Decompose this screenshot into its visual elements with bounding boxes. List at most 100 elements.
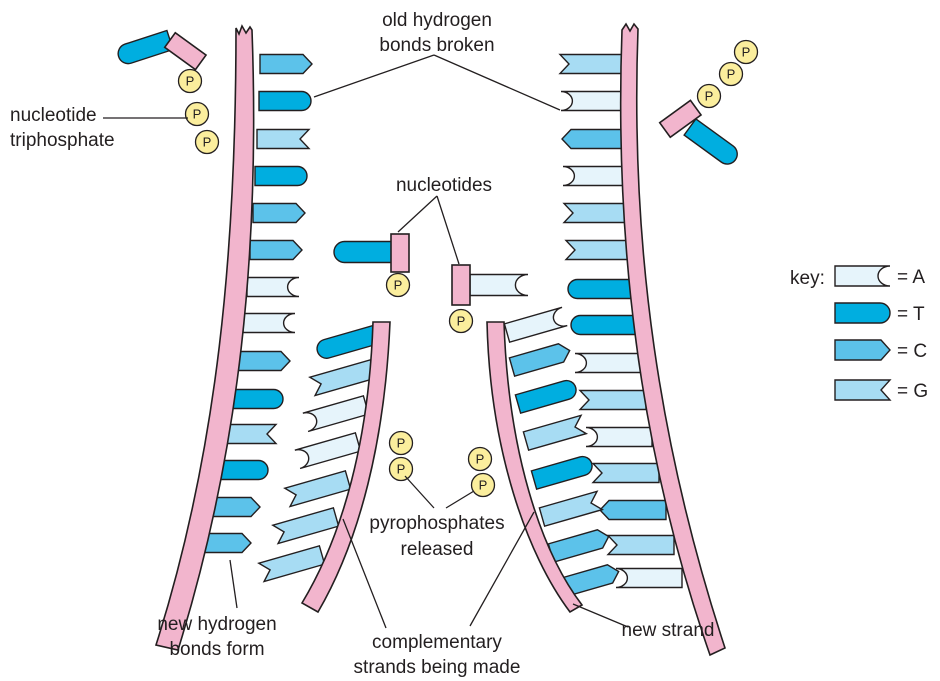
old-bonds-leader-right xyxy=(434,55,560,110)
phosphate-letter: P xyxy=(397,436,406,451)
guanine-base xyxy=(285,471,351,507)
guanine-base xyxy=(566,241,632,260)
new-bonds-label-line1: new hydrogen xyxy=(157,614,276,635)
phosphate-group: P xyxy=(196,131,219,154)
phosphate-group: P xyxy=(472,474,495,497)
guanine-base xyxy=(593,464,659,483)
phosphate-letter: P xyxy=(705,89,714,104)
phosphate-letter: P xyxy=(193,107,202,122)
sugar-block xyxy=(165,33,206,70)
phosphate-letter: P xyxy=(186,74,195,89)
phosphate-group: P xyxy=(469,448,492,471)
old-bonds-label-line1: old hydrogen xyxy=(382,10,492,31)
guanine-base xyxy=(273,508,339,544)
key-thymine-label: = T xyxy=(897,304,925,325)
nucleotides-leader-left xyxy=(398,196,437,232)
key-adenine-label: = A xyxy=(897,267,925,288)
phosphate-letter: P xyxy=(479,478,488,493)
thymine-base xyxy=(531,454,594,489)
phosphate-letter: P xyxy=(476,452,485,467)
phosphate-letter: P xyxy=(394,278,403,293)
cytosine-base xyxy=(253,204,305,223)
complementary-leader-left xyxy=(343,519,386,628)
adenine-base xyxy=(561,92,627,111)
thymine-base xyxy=(568,280,634,299)
cytosine-base xyxy=(548,527,611,562)
nucleotides-leader-right xyxy=(437,196,459,264)
adenine-base xyxy=(295,433,361,469)
pyrophosphates-label-line1: pyrophosphates xyxy=(369,513,504,534)
key-item-g: = G xyxy=(835,380,928,402)
thymine-base xyxy=(259,92,311,111)
adenine-base xyxy=(470,275,528,296)
new-strand-label: new strand xyxy=(622,620,715,641)
pyrophosphates-label-line2: released xyxy=(401,539,474,560)
phosphate-letter: P xyxy=(727,67,736,82)
sugar-block xyxy=(452,265,470,305)
cytosine-base xyxy=(260,55,312,74)
phosphate-group: P xyxy=(698,85,721,108)
pyrophosphate-right: PP xyxy=(469,448,495,497)
thymine-base xyxy=(255,167,307,186)
guanine-base xyxy=(560,55,626,74)
key-title: key: xyxy=(790,268,825,289)
guanine-base xyxy=(580,391,646,410)
phosphate-letter: P xyxy=(457,314,466,329)
phosphate-letter: P xyxy=(203,135,212,150)
cytosine-base xyxy=(509,341,572,376)
new-bonds-leader xyxy=(230,560,237,608)
adenine-base xyxy=(247,278,299,297)
adenine-base xyxy=(563,167,629,186)
phosphate-group: P xyxy=(390,458,413,481)
phosphate-group: P xyxy=(179,70,202,93)
guanine-base xyxy=(259,546,325,582)
nucleotide-triphosphate-label-line1: nucleotide xyxy=(10,105,97,126)
pyrophosphates-leader-left xyxy=(405,476,434,508)
thymine-base xyxy=(231,390,283,409)
sugar-block xyxy=(391,234,409,272)
key: key: = A = T = C = G xyxy=(790,266,928,402)
complementary-label-line1: complementary xyxy=(372,632,502,653)
phosphate-group: P xyxy=(450,310,473,333)
nucleotide-triphosphate-right: PPP xyxy=(660,41,758,169)
old-bonds-label-line2: bonds broken xyxy=(379,35,494,56)
left-new-strand-backbone xyxy=(302,322,390,612)
old-bonds-leader-left xyxy=(314,55,434,97)
adenine-base xyxy=(504,307,567,342)
adenine-base xyxy=(586,428,652,447)
cytosine-base xyxy=(600,501,666,520)
phosphate-letter: P xyxy=(397,462,406,477)
new-bonds-label-line2: bonds form xyxy=(169,639,264,660)
key-thymine-swatch xyxy=(835,303,890,323)
adenine-base xyxy=(243,314,295,333)
phosphate-group: P xyxy=(720,63,743,86)
key-item-t: = T xyxy=(835,303,925,325)
nucleotides-label: nucleotides xyxy=(396,175,492,196)
cytosine-base xyxy=(250,241,302,260)
guanine-base xyxy=(257,130,309,149)
guanine-base xyxy=(523,415,586,450)
key-item-a: = A xyxy=(835,266,925,288)
pyrophosphate-left: PP xyxy=(390,432,413,481)
guanine-base xyxy=(564,204,630,223)
nucleotide-triphosphate-left: PPP xyxy=(116,30,219,153)
thymine-base xyxy=(515,378,578,413)
adenine-base xyxy=(303,396,369,432)
free-nucleotide-thymine: P xyxy=(334,234,410,297)
key-item-c: = C xyxy=(835,340,927,362)
phosphate-group: P xyxy=(387,274,410,297)
thymine-base xyxy=(116,30,174,66)
cytosine-base xyxy=(238,352,290,371)
phosphate-group: P xyxy=(186,103,209,126)
spines-layer xyxy=(156,24,725,655)
pyrophosphates-leader-right xyxy=(446,491,474,508)
phosphate-letter: P xyxy=(742,45,751,60)
guanine-base xyxy=(224,425,276,444)
key-adenine-swatch xyxy=(835,266,890,286)
phosphate-group: P xyxy=(390,432,413,455)
key-guanine-swatch xyxy=(835,380,890,400)
key-cytosine-swatch xyxy=(835,340,890,360)
thymine-base xyxy=(684,119,741,168)
complementary-label-line2: strands being made xyxy=(354,657,521,678)
guanine-base xyxy=(608,536,674,555)
